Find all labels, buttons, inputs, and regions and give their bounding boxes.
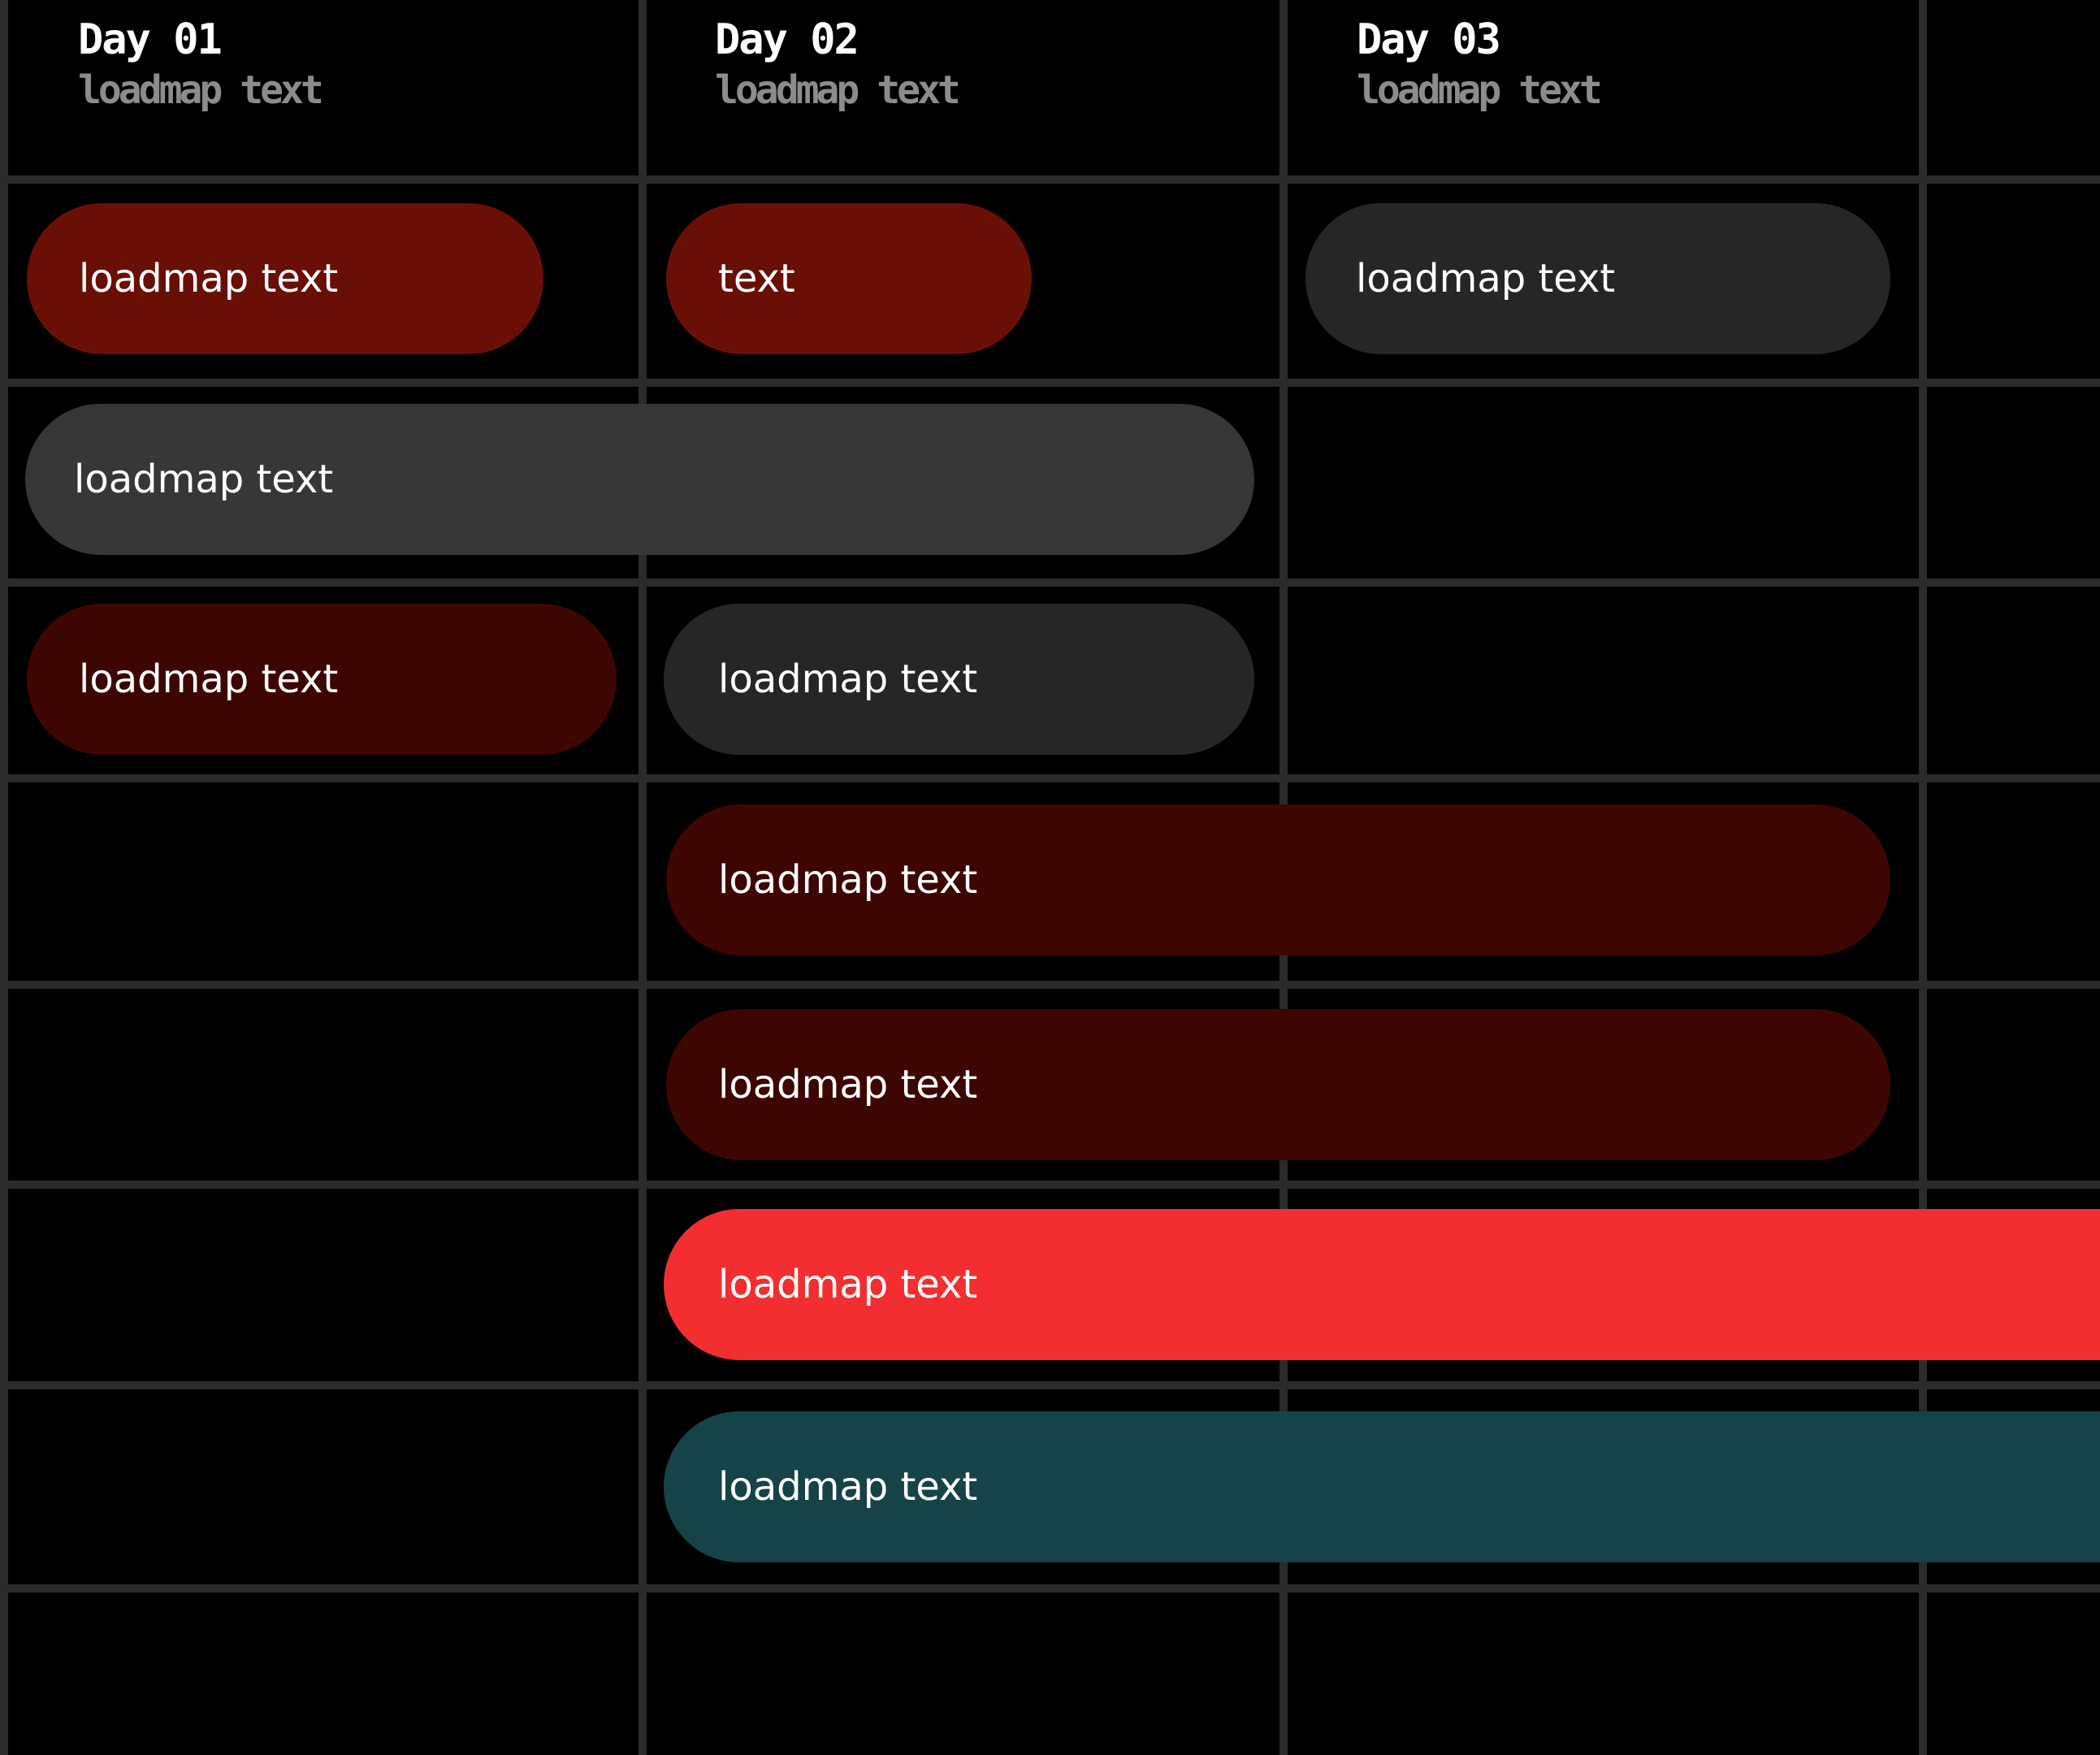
day-subtitle: loadmap text bbox=[78, 67, 324, 113]
task-label: loadmap text bbox=[718, 1062, 978, 1107]
task-bar[interactable]: text bbox=[666, 203, 1032, 354]
task-label: loadmap text bbox=[718, 1262, 978, 1307]
day-title: Day 03 bbox=[1357, 15, 1501, 64]
task-label: loadmap text bbox=[1356, 256, 1616, 301]
row-divider bbox=[0, 774, 2100, 782]
row-divider bbox=[0, 1584, 2100, 1592]
row-divider bbox=[0, 379, 2100, 387]
column-divider bbox=[639, 0, 647, 1755]
task-label: loadmap text bbox=[79, 656, 339, 702]
row-divider bbox=[0, 1181, 2100, 1189]
task-label: loadmap text bbox=[74, 457, 334, 502]
task-label: loadmap text bbox=[718, 656, 978, 702]
task-bar[interactable]: loadmap text bbox=[664, 1411, 2100, 1562]
column-divider bbox=[1919, 0, 1927, 1755]
day-header: Day 03 loadmap text bbox=[1357, 15, 1603, 115]
day-title: Day 02 bbox=[715, 15, 859, 64]
column-divider bbox=[0, 0, 8, 1755]
row-divider bbox=[0, 981, 2100, 989]
task-label: loadmap text bbox=[718, 857, 978, 903]
row-divider bbox=[0, 1381, 2100, 1389]
row-divider bbox=[0, 176, 2100, 184]
row-divider bbox=[0, 578, 2100, 587]
task-label: loadmap text bbox=[718, 1464, 978, 1510]
task-label: loadmap text bbox=[79, 256, 339, 301]
task-bar[interactable]: loadmap text bbox=[664, 1209, 2100, 1360]
day-subtitle: loadmap text bbox=[1357, 67, 1603, 113]
task-label: text bbox=[718, 256, 795, 301]
task-bar[interactable]: loadmap text bbox=[666, 1009, 1890, 1160]
task-bar[interactable]: loadmap text bbox=[1305, 203, 1890, 354]
task-bar[interactable]: loadmap text bbox=[27, 604, 617, 755]
day-subtitle: loadmap text bbox=[715, 67, 961, 113]
day-title: Day 01 bbox=[78, 15, 223, 64]
day-header: Day 01 loadmap text bbox=[78, 15, 324, 115]
day-header: Day 02 loadmap text bbox=[715, 15, 961, 115]
task-bar[interactable]: loadmap text bbox=[27, 203, 543, 354]
task-bar[interactable]: loadmap text bbox=[666, 804, 1890, 956]
task-bar[interactable]: loadmap text bbox=[664, 604, 1254, 755]
task-bar[interactable]: loadmap text bbox=[25, 404, 1254, 555]
